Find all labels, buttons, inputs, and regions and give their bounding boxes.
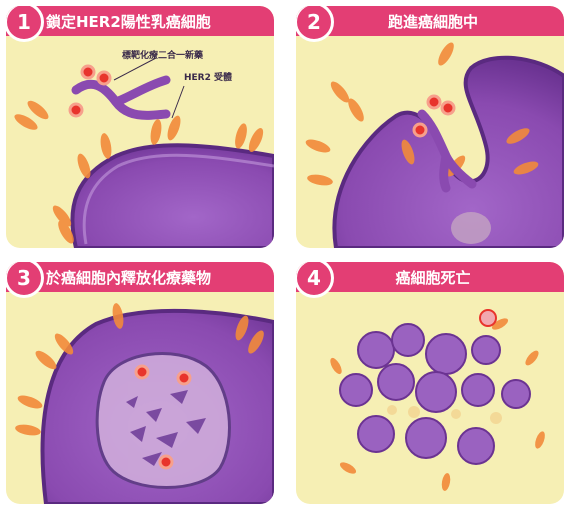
step-4-title: 癌細胞死亡	[342, 267, 564, 288]
step-3-title-bar: 於癌細胞內釋放化療藥物	[6, 262, 274, 292]
antibody-drug	[76, 80, 166, 115]
step-1-panel: 鎖定HER2陽性乳癌細胞 1	[6, 6, 274, 248]
receptor-label: HER2 受體	[184, 70, 232, 83]
step-4-illustration	[296, 262, 564, 504]
step-1-illustration	[6, 6, 274, 248]
step-3-panel: 於癌細胞內釋放化療藥物 3	[6, 262, 274, 504]
dead-cell-fragments	[340, 324, 530, 464]
step-3-title: 於癌細胞內釋放化療藥物	[46, 267, 268, 288]
step-2-title-bar: 跑進癌細胞中	[296, 6, 564, 36]
step-4-title-bar: 癌細胞死亡	[296, 262, 564, 292]
step-2-title: 跑進癌細胞中	[342, 11, 564, 32]
drug-label: 標靶化療二合一新藥	[122, 48, 203, 61]
nucleus	[451, 212, 491, 244]
step-3-illustration	[6, 262, 274, 504]
step-1-title-bar: 鎖定HER2陽性乳癌細胞	[6, 6, 274, 36]
receptor-leader-line	[172, 86, 184, 118]
step-2-panel: 跑進癌細胞中 2	[296, 6, 564, 248]
step-4-panel: 癌細胞死亡 4	[296, 262, 564, 504]
step-1-title: 鎖定HER2陽性乳癌細胞	[46, 11, 268, 32]
drug-leader-line	[114, 58, 156, 80]
step-2-illustration	[296, 6, 564, 248]
drug-particle	[480, 310, 496, 326]
